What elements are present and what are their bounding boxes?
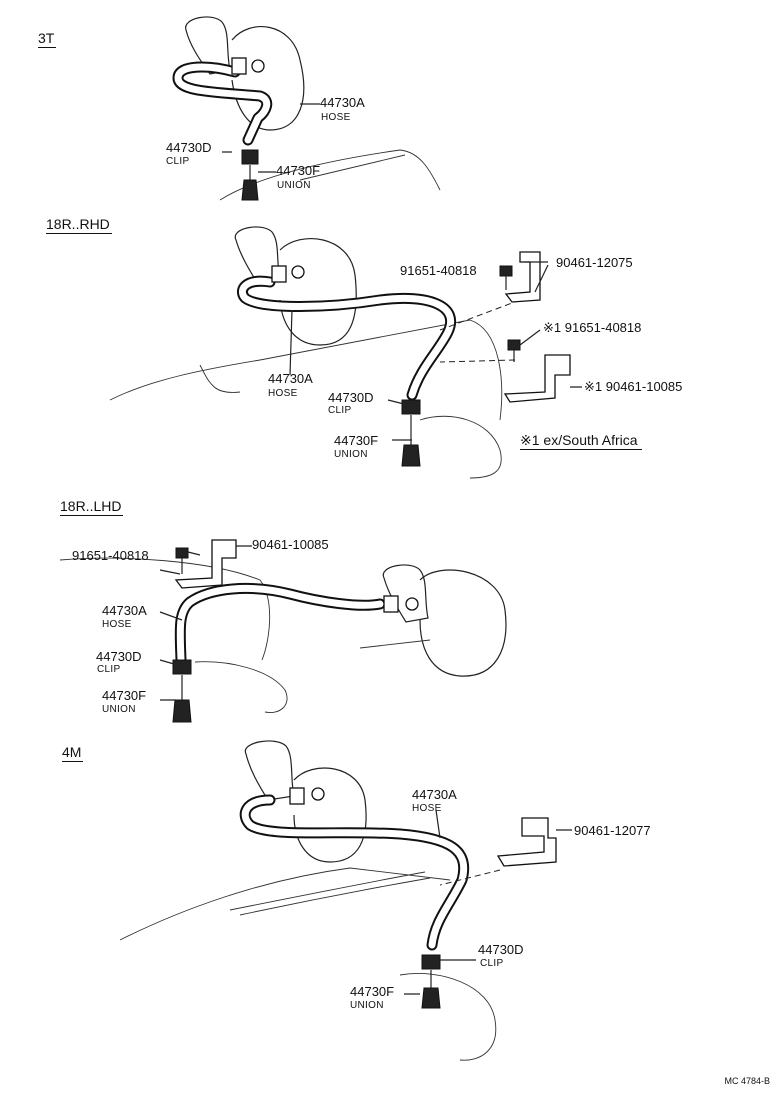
part-label-90461-12077: 90461-12077	[574, 823, 651, 838]
hose-fitting	[289, 787, 305, 805]
hose-44730a	[174, 582, 386, 666]
hose-fitting	[383, 595, 399, 613]
union-44730f	[241, 179, 259, 201]
engine-outline	[359, 639, 431, 649]
part-label-44730f: 44730F	[276, 163, 321, 178]
part-name-union: UNION	[334, 449, 368, 460]
part-name-clip: CLIP	[166, 156, 190, 167]
engine-outline	[399, 973, 497, 1061]
engine-outline	[109, 319, 503, 421]
part-label-44730a: 44730A	[412, 787, 457, 802]
union-44730f	[421, 987, 441, 1009]
part-label-44730a: 44730A	[320, 95, 365, 110]
part-name-clip: CLIP	[97, 664, 121, 675]
reservoir-outline	[234, 226, 281, 285]
engine-outline	[59, 557, 271, 661]
diagram-18r-lhd	[59, 539, 507, 723]
part-name-clip: CLIP	[328, 405, 352, 416]
engine-outline	[419, 415, 502, 479]
part-label-44730a: 44730A	[102, 603, 147, 618]
part-label-44730f: 44730F	[334, 433, 379, 448]
clip-44730d	[421, 954, 441, 970]
engine-outline	[239, 877, 431, 916]
part-name-clip: CLIP	[480, 958, 504, 969]
part-label-44730d: 44730D	[328, 390, 374, 405]
part-name-union: UNION	[102, 704, 136, 715]
part-name-hose: HOSE	[321, 112, 351, 123]
bolt-91651-40818	[175, 547, 189, 559]
check-valve	[251, 59, 265, 73]
clip-44730d	[241, 149, 259, 165]
part-name-union: UNION	[277, 180, 311, 191]
engine-outline	[229, 871, 426, 911]
part-label-44730d: 44730D	[478, 942, 524, 957]
bracket-90461-10085	[503, 354, 571, 403]
engine-outline	[194, 661, 288, 713]
part-name-union: UNION	[350, 1000, 384, 1011]
booster-outline	[231, 26, 305, 131]
union-44730f	[172, 699, 192, 723]
bolt-91651-40818-alt	[507, 339, 521, 351]
hose-fitting	[271, 265, 287, 283]
part-name-hose: HOSE	[102, 619, 132, 630]
check-valve	[291, 265, 305, 279]
part-label-44730a: 44730A	[268, 371, 313, 386]
engine-outline	[199, 364, 241, 393]
booster-outline	[279, 237, 357, 346]
bracket-90461-12075	[504, 251, 541, 303]
part-label-44730f: 44730F	[102, 688, 147, 703]
check-valve	[405, 597, 419, 611]
footnote-ex-south-africa: ※1 ex/South Africa	[520, 432, 642, 450]
reservoir-outline	[244, 740, 295, 801]
diagram-3t	[172, 16, 441, 201]
bolt-91651-40818	[499, 265, 513, 277]
section-title-3t: 3T	[38, 30, 57, 48]
figure-code: MC 4784-B	[724, 1076, 770, 1086]
bracket-90461-10085	[174, 539, 237, 589]
part-label-91651-40818: 91651-40818	[400, 263, 477, 278]
part-name-hose: HOSE	[412, 803, 442, 814]
clip-44730d	[172, 659, 192, 675]
section-title-4m: 4M	[62, 744, 84, 762]
clip-44730d	[401, 399, 421, 415]
part-label-44730d: 44730D	[96, 649, 142, 664]
part-label-90461-10085: 90461-10085	[252, 537, 329, 552]
bracket-90461-12077	[496, 817, 557, 867]
part-label-91651-40818: 91651-40818	[72, 548, 149, 563]
section-title-18r-rhd: 18R..RHD	[46, 216, 112, 234]
union-44730f	[401, 444, 421, 467]
part-label-90461-10085-star: ※1 90461-10085	[584, 379, 683, 394]
hose-44730a	[239, 794, 470, 951]
engine-outline	[299, 154, 406, 181]
section-title-18r-lhd: 18R..LHD	[60, 498, 124, 516]
part-label-90461-12075: 90461-12075	[556, 255, 633, 270]
check-valve	[311, 787, 325, 801]
part-label-91651-40818-star: ※1 91651-40818	[543, 320, 642, 335]
booster-outline	[419, 569, 507, 677]
reservoir-outline	[382, 564, 429, 623]
engine-outline	[119, 867, 451, 941]
diagram-4m	[119, 740, 572, 1061]
booster-outline	[293, 767, 367, 863]
reservoir-outline	[185, 16, 231, 75]
hose-fitting	[231, 57, 247, 75]
diagram-18r-rhd	[109, 226, 582, 479]
part-label-44730d: 44730D	[166, 140, 212, 155]
part-label-44730f: 44730F	[350, 984, 395, 999]
part-name-hose: HOSE	[268, 388, 298, 399]
